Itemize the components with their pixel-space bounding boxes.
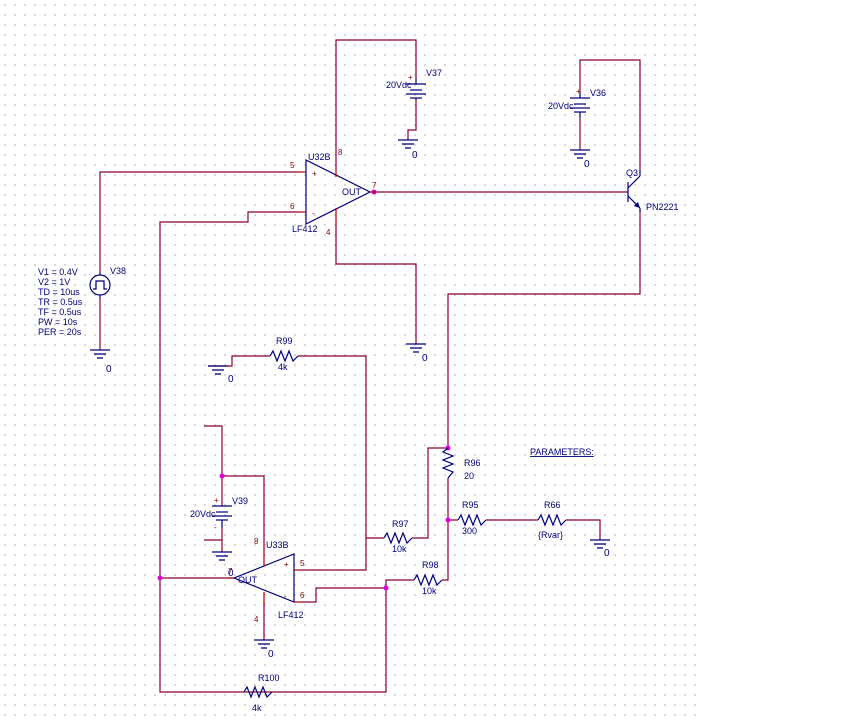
v36-ref: V36 [590,88,606,98]
u33b-pin-7: 7 [228,567,233,576]
r96-value: 20 [464,471,474,481]
resistor-r99[interactable]: R99 4k [269,336,299,372]
u32b-pin-5: 5 [290,161,295,170]
voltage-source-v39[interactable]: + - V39 20Vdc [190,496,248,532]
parameters-label[interactable]: PARAMETERS: [530,447,594,457]
resistor-r96[interactable]: R96 20 [441,447,481,481]
svg-text:-: - [284,592,287,601]
pulse-source-v38[interactable]: V38 V1 = 0.4V V2 = 1V TD = 10us TR = 0.5… [38,266,126,337]
svg-text:+: + [408,73,413,82]
r66-ref: R66 [544,500,561,510]
v38-param: TF = 0.5us [38,307,82,317]
transistor-q3[interactable]: Q3 PN2221 [626,168,679,212]
r98-value: 10k [422,586,437,596]
v37-value: 20Vdc [386,80,412,90]
u32b-pin-4: 4 [326,228,331,237]
resistor-r97[interactable]: R97 10k [383,519,413,554]
u32b-part: LF412 [292,224,318,234]
u32b-pin-6: 6 [290,202,295,211]
junction-dot [219,473,225,479]
r99-value: 4k [278,362,288,372]
svg-text:+: + [284,560,289,569]
u33b-part: LF412 [278,610,304,620]
r100-ref: R100 [258,673,280,683]
opamp-u32b[interactable]: + - U32B LF412 OUT 5 6 7 8 4 [290,148,377,237]
v38-param: TD = 10us [38,287,80,297]
junction-dot [157,575,163,581]
v36-value: 20Vdc [548,101,574,111]
junction-dot [383,585,389,591]
v38-gnd-label: 0 [106,364,112,375]
u33b-pin-5: 5 [300,559,305,568]
u32b-pin-7: 7 [372,181,377,190]
v38-param: PER = 20s [38,327,82,337]
u32b-pin-8: 8 [338,148,343,157]
u32b-out-label: OUT [342,187,362,197]
ground-u33b: 0 [254,639,274,660]
v39-ref: V39 [232,496,248,506]
u33b-pin-4: 4 [254,615,259,624]
v38-param: V2 = 1V [38,277,70,287]
ground-r99: 0 [208,365,234,385]
r99-gnd-label: 0 [228,374,234,385]
voltage-source-v37[interactable]: + V37 20Vdc [386,68,442,100]
opamp-u33b[interactable]: + - U33B LF412 OUT 5 6 7 8 4 [228,537,305,624]
svg-text:-: - [214,523,217,532]
svg-text:-: - [312,209,315,218]
u32b-ref: U32B [308,152,331,162]
r95-value: 300 [462,526,477,536]
r97-value: 10k [392,544,407,554]
ground-v38: 0 [90,349,112,375]
r66-gnd-label: 0 [604,548,610,559]
v37-ref: V37 [426,68,442,78]
u33b-pin-8: 8 [254,537,259,546]
svg-text:+: + [312,169,317,178]
ground-v36: 0 [570,149,590,170]
junction-dot [445,517,451,523]
v38-param: TR = 0.5us [38,297,83,307]
q3-ref: Q3 [626,168,638,178]
r99-ref: R99 [276,336,293,346]
ground-u32b: 0 [406,343,428,364]
ground-v37: 0 [398,139,418,161]
wires [99,39,641,693]
r98-ref: R98 [422,560,439,570]
u32b-gnd-label: 0 [422,353,428,364]
svg-text:+: + [576,87,581,96]
v36-gnd-label: 0 [584,159,590,170]
voltage-source-v36[interactable]: + V36 20Vdc [548,87,606,118]
v37-gnd-label: 0 [412,150,418,161]
u33b-out-label: OUT [238,575,258,585]
junctions [157,189,451,591]
r97-ref: R97 [392,519,409,529]
r66-value: {Rvar} [538,530,563,540]
resistor-r66[interactable]: R66 {Rvar} [537,500,567,540]
r96-ref: R96 [464,458,481,468]
u33b-gnd-label: 0 [268,649,274,660]
ground-v39: 0 [212,551,234,579]
v39-gnd-label: 0 [228,568,234,579]
q3-part: PN2221 [646,202,679,212]
u33b-pin-6: 6 [300,591,305,600]
u33b-ref: U33B [266,540,289,550]
v38-param: V1 = 0.4V [38,267,78,277]
r100-value: 4k [252,703,262,713]
v38-ref: V38 [110,266,126,276]
resistor-r98[interactable]: R98 10k [413,560,443,596]
ground-r66: 0 [590,539,610,559]
svg-text:+: + [214,496,219,505]
resistor-r95[interactable]: R95 300 [457,500,487,536]
r95-ref: R95 [462,500,479,510]
grid-sheet [0,0,700,723]
v38-param: PW = 10s [38,317,78,327]
resistor-r100[interactable]: R100 4k [243,673,280,713]
v39-value: 20Vdc [190,509,216,519]
